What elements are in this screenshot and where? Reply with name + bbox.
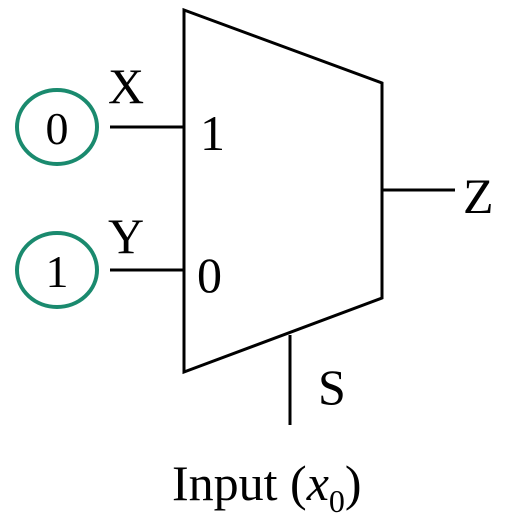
y-value-text: 1 <box>46 246 69 297</box>
input-caption-prefix: Input ( <box>172 455 307 511</box>
y-value-circle <box>15 231 99 309</box>
port-1-label: 1 <box>200 105 225 161</box>
mux-body <box>182 7 384 375</box>
input-caption-suffix: ) <box>345 455 362 511</box>
output-z-label: Z <box>463 168 494 224</box>
x-value-text: 0 <box>46 103 69 154</box>
input-caption-var: x <box>306 455 329 511</box>
input-x-label: X <box>108 58 144 114</box>
select-s-label: S <box>318 359 346 415</box>
input-caption-sub: 0 <box>329 483 345 517</box>
input-y-label: Y <box>108 208 144 264</box>
port-0-label: 0 <box>197 247 222 303</box>
input-caption: Input (x0) <box>172 455 362 517</box>
x-value-circle <box>15 88 99 166</box>
